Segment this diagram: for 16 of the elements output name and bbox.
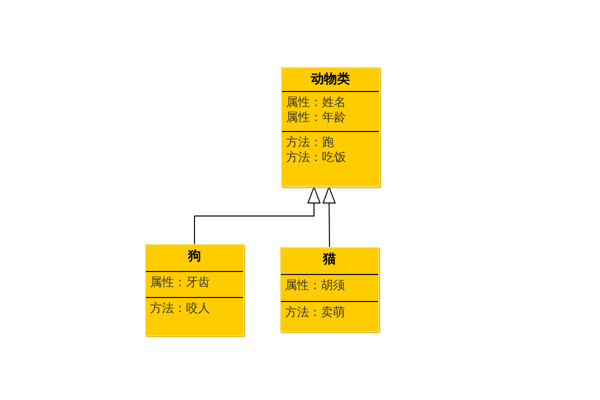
method-text: 方法：吃饭 xyxy=(286,150,346,165)
method-text: 方法：跑 xyxy=(286,135,334,150)
class-name: 动物类 xyxy=(311,72,350,87)
inheritance-arrow xyxy=(194,186,320,244)
class-box xyxy=(145,244,244,336)
method-text: 方法：卖萌 xyxy=(285,305,345,320)
attribute-text: 属性：胡须 xyxy=(285,278,345,293)
attribute-text: 属性：牙齿 xyxy=(150,275,210,290)
class-box xyxy=(280,247,379,332)
attribute-text: 属性：年龄 xyxy=(286,110,346,125)
class-box xyxy=(281,67,380,187)
attribute-text: 属性：姓名 xyxy=(286,95,346,110)
method-text: 方法：咬人 xyxy=(150,301,210,316)
class-name: 猫 xyxy=(323,252,336,267)
inheritance-arrow xyxy=(322,186,336,248)
class-name: 狗 xyxy=(188,249,201,264)
